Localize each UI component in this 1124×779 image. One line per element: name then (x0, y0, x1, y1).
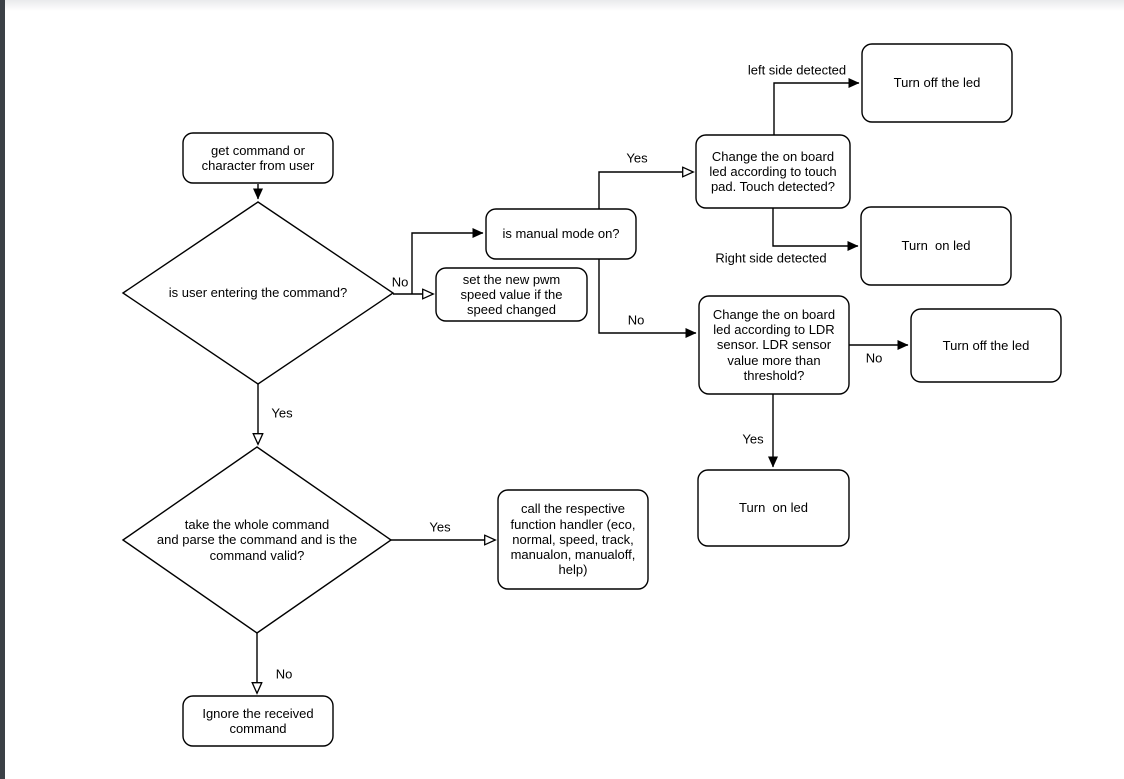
edges-group (257, 78, 909, 693)
shape-turn-on-led-bottom (697, 469, 850, 547)
edge-manual-no-to-ldr (598, 259, 697, 338)
shape-call-handler (497, 489, 649, 590)
shape-is-manual-mode (485, 208, 637, 260)
shape-turn-off-led-top (861, 43, 1013, 123)
shape-ldr-check (698, 295, 850, 395)
top-edge-shadow (5, 0, 1124, 11)
shapes-group (121, 43, 1062, 747)
shape-set-pwm-speed (435, 267, 588, 322)
edge-manual-yes-to-touchpad (598, 172, 693, 209)
shape-ignore-command (182, 695, 334, 747)
shape-turn-off-led-mid (910, 308, 1062, 383)
edge-touchpad-left-to-turnoff (773, 78, 860, 135)
shape-turn-on-led-right (860, 206, 1012, 286)
shape-parse-command (121, 446, 393, 634)
edge-branch-to-manual-mode (411, 228, 484, 294)
edge-touchpad-right-to-turnon (772, 208, 859, 251)
shape-touchpad-check (695, 134, 851, 209)
window-left-edge (0, 0, 5, 779)
shape-get-command (182, 132, 334, 184)
shape-is-user-entering (121, 201, 395, 385)
